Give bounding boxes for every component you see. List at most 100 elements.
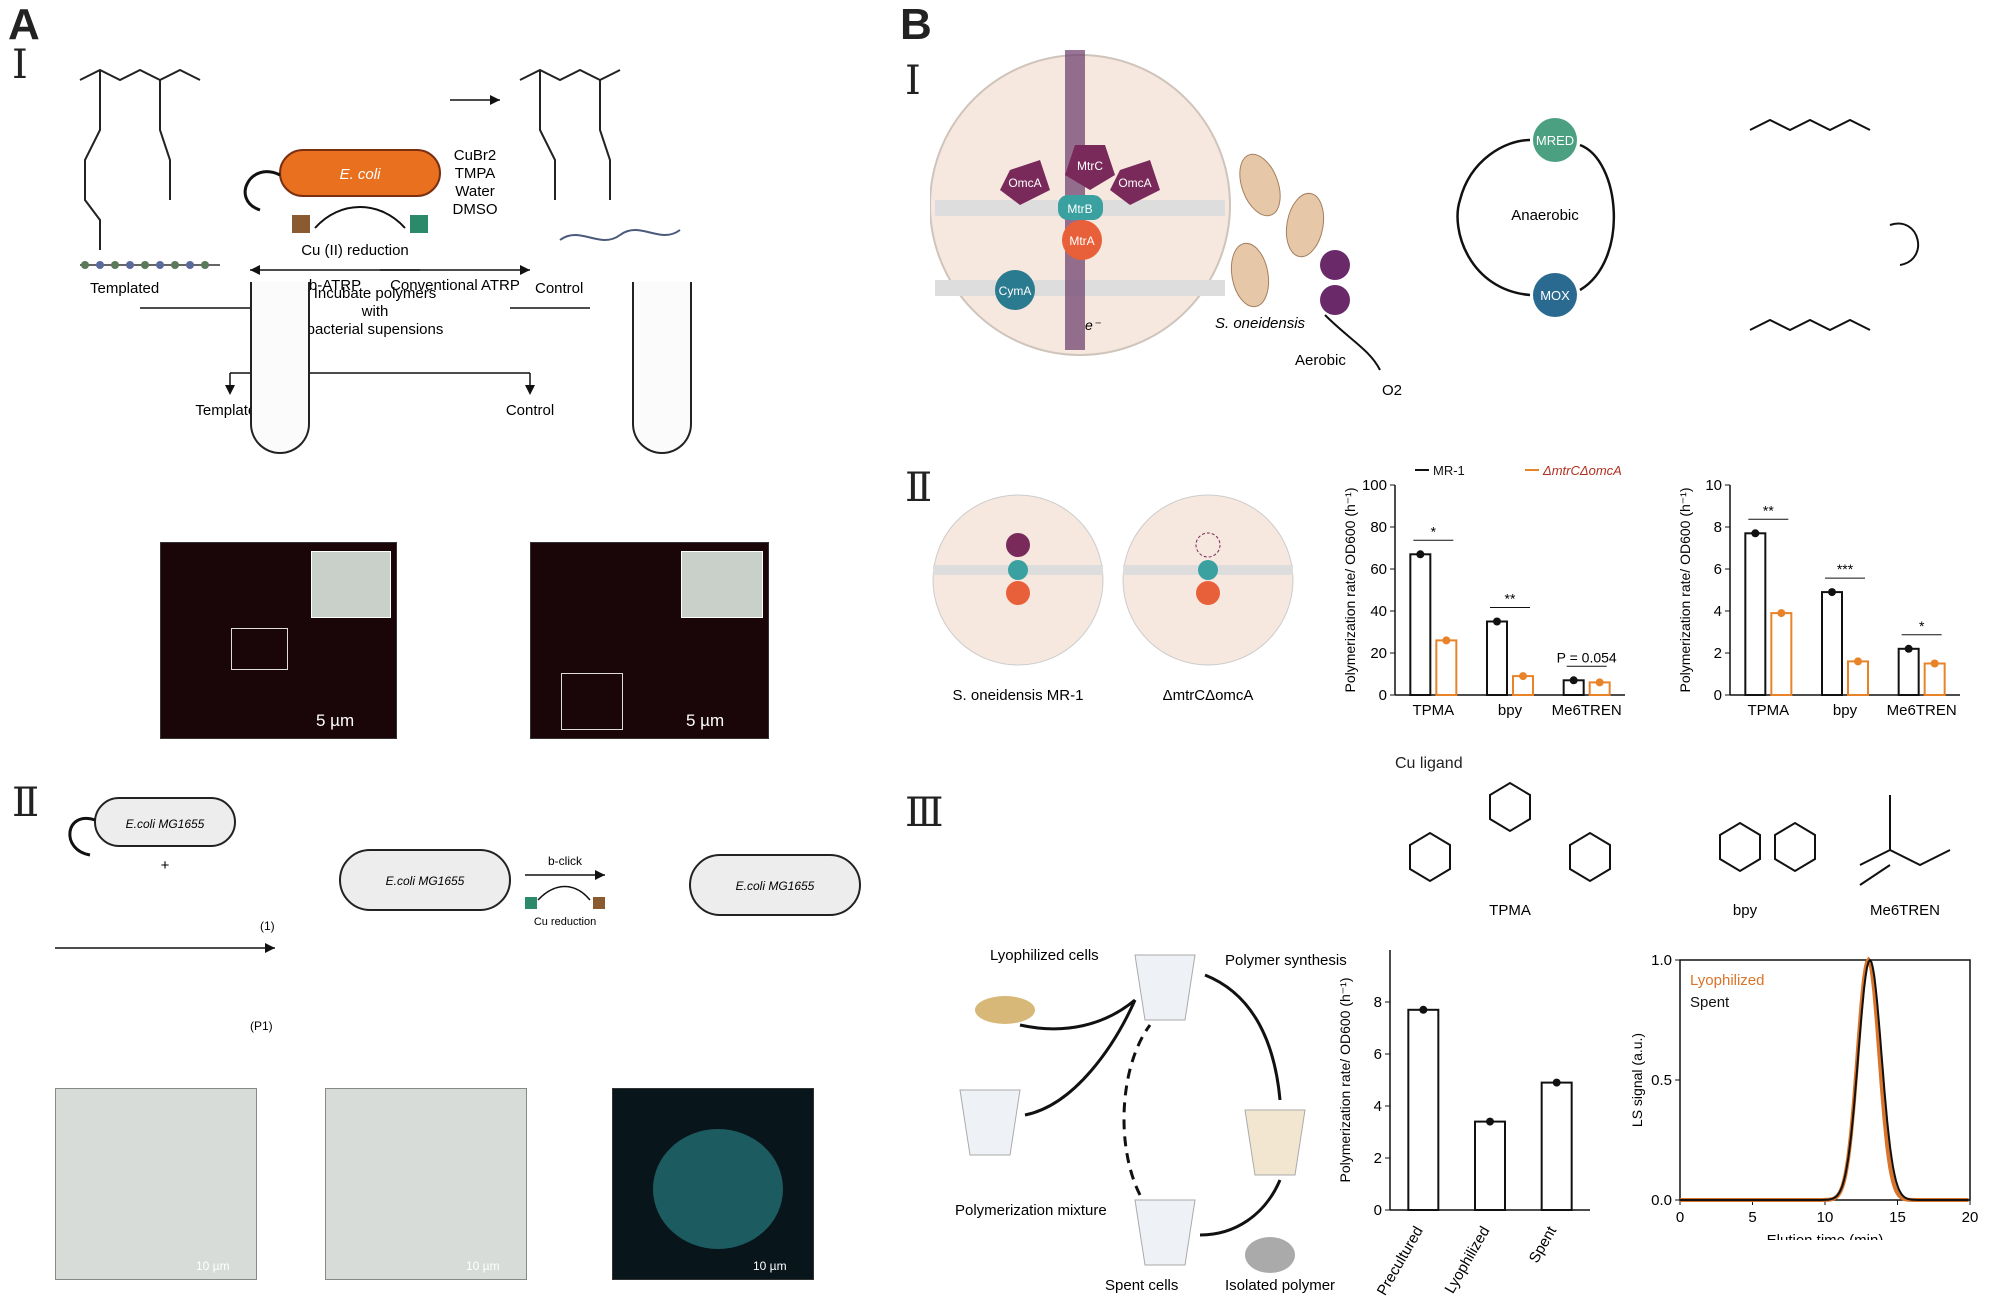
- mutant-strain-label: ΔmtrCΔomcA: [1163, 687, 1254, 704]
- bar: [1435, 639, 1458, 696]
- y-tick-label: 4: [1714, 603, 1722, 620]
- p1-label: (P1): [250, 1019, 273, 1033]
- reagent-2: TMPA: [455, 165, 496, 182]
- plus-sign: +: [161, 857, 170, 874]
- cycle-spent-cells: Spent cells: [1105, 1277, 1178, 1294]
- decorated-cell-right: [689, 854, 861, 916]
- x-tick-label: Lyophilized: [1441, 1224, 1493, 1297]
- strain-label-right: E.coli MG1655: [736, 879, 815, 893]
- y-axis-label: Polymerization rate/ OD600 (h⁻¹): [1337, 977, 1353, 1182]
- mtra: [1062, 220, 1102, 260]
- x-tick-label: 5: [1748, 1209, 1756, 1226]
- strain-label-middle: E.coli MG1655: [386, 874, 465, 888]
- protein-cyma: CymA: [999, 284, 1032, 298]
- me6tren-backbone: [1859, 795, 1951, 886]
- y-tick-label: 2: [1374, 1150, 1382, 1167]
- bar: [1923, 662, 1946, 696]
- ligand-bpy: bpy: [1733, 902, 1758, 919]
- y-tick-label: 10: [1705, 477, 1722, 494]
- bar: [1474, 1120, 1506, 1212]
- panel-a-i-schematic: E. coli Cu (II) reduction b-ATRP Convent…: [79, 68, 681, 419]
- y-axis-label: LS signal (a.u.): [1630, 1033, 1645, 1127]
- omca-left: [1000, 160, 1050, 205]
- lyophilized-powder: [975, 996, 1035, 1024]
- y-tick-label: 1.0: [1651, 952, 1672, 969]
- control-random-polymer: [559, 229, 681, 241]
- x-tick-label: 0: [1676, 1209, 1684, 1226]
- data-point: [1828, 588, 1836, 597]
- x-tick-label: bpy: [1498, 702, 1523, 719]
- panel-b-section-1-numeral: Ⅰ: [905, 58, 921, 104]
- fluorescence-image-cyan: 10 µm: [612, 1088, 814, 1280]
- significance-label: *: [1431, 523, 1437, 539]
- data-point: [1569, 676, 1578, 685]
- data-point: [1904, 644, 1913, 653]
- tpma-pyridine-3: [1569, 831, 1611, 883]
- y-tick-label: 0: [1379, 687, 1387, 704]
- panel-a-ii-schematic: E.coli MG1655 + (1) (P1) E.coli MG1655 b…: [55, 797, 861, 1033]
- y-tick-label: 80: [1370, 519, 1387, 536]
- organism-label: S. oneidensis: [1215, 315, 1306, 332]
- significance-label: ***: [1837, 561, 1854, 577]
- panel-b-i-schematic: OmcA MtrC OmcA MtrB MtrA CymA e⁻ S. onei…: [930, 50, 1919, 399]
- brightfield-image-2: 10 µm: [325, 1088, 527, 1280]
- panel-b-letter: B: [900, 0, 932, 49]
- y-tick-label: 8: [1714, 519, 1722, 536]
- aerobic-label: Aerobic: [1295, 352, 1346, 369]
- scale-bar-1-label: 5 µm: [316, 711, 355, 730]
- protein-mtrc: MtrC: [1077, 159, 1103, 173]
- y-tick-label: 0: [1374, 1202, 1382, 1219]
- mred-label: MRED: [1536, 133, 1574, 148]
- protein-omca-left: OmcA: [1008, 176, 1041, 190]
- scale-bar-4-label: 10 µm: [466, 1259, 500, 1273]
- y-tick-label: 6: [1714, 561, 1722, 578]
- data-point: [1416, 550, 1425, 559]
- tpma-pyridine-1: [1409, 831, 1451, 883]
- y-tick-label: 4: [1374, 1098, 1382, 1115]
- y-tick-label: 6: [1374, 1046, 1382, 1063]
- bpy-ring-2: [1774, 821, 1816, 873]
- conventional-atrp-label: Conventional ATRP: [390, 277, 520, 294]
- reagent-1: CuBr2: [454, 147, 497, 164]
- ligand-structures: TPMA bpy Me6TREN: [1409, 781, 1951, 919]
- y-tick-label: 2: [1714, 645, 1722, 662]
- reagent-3: Water: [455, 183, 494, 200]
- templated-polymer-structure: [79, 68, 201, 250]
- mtrc: [1065, 145, 1115, 190]
- x-tick-label: 10: [1817, 1209, 1834, 1226]
- y-tick-label: 8: [1374, 994, 1382, 1011]
- zoom-box: [231, 628, 288, 670]
- y-tick-label: 0: [1714, 687, 1722, 704]
- templated-top-label: Templated: [90, 280, 159, 297]
- tpma-pyridine-2: [1489, 781, 1531, 833]
- templated-beads: [81, 261, 209, 269]
- bpy-ring-1: [1719, 821, 1761, 873]
- panel-a-section-2-numeral: Ⅱ: [12, 780, 40, 826]
- bar: [1847, 660, 1869, 696]
- data-point: [1552, 1078, 1561, 1087]
- polymer-pile: [1245, 1237, 1295, 1273]
- elution-curve: [1680, 958, 1969, 1201]
- data-point: [1777, 609, 1786, 618]
- tube-right: [1244, 1109, 1306, 1176]
- ligand-tpma: TPMA: [1489, 902, 1531, 919]
- panel-b-section-2-numeral: Ⅱ: [905, 465, 933, 511]
- data-point: [1595, 678, 1604, 687]
- scale-bar-2-label: 5 µm: [686, 711, 725, 730]
- bacterium-1: [1239, 153, 1281, 217]
- monomer-arrow: [1889, 222, 1919, 266]
- legend-label: Spent: [1690, 994, 1730, 1011]
- inset-brightfield: [311, 551, 391, 618]
- x-tick-label: Spent: [1526, 1223, 1561, 1266]
- data-point: [1751, 529, 1760, 538]
- data-point: [1442, 636, 1451, 645]
- electron-1: [1320, 250, 1350, 280]
- cycle-isolated-polymer: Isolated polymer: [1225, 1277, 1335, 1294]
- b-click-label: b-click: [548, 854, 583, 868]
- strain-label: E.coli MG1655: [126, 817, 205, 831]
- x-tick-label: Me6TREN: [1552, 702, 1622, 719]
- mox-label: MOX: [1540, 288, 1570, 303]
- cu-i-cube: [410, 215, 428, 233]
